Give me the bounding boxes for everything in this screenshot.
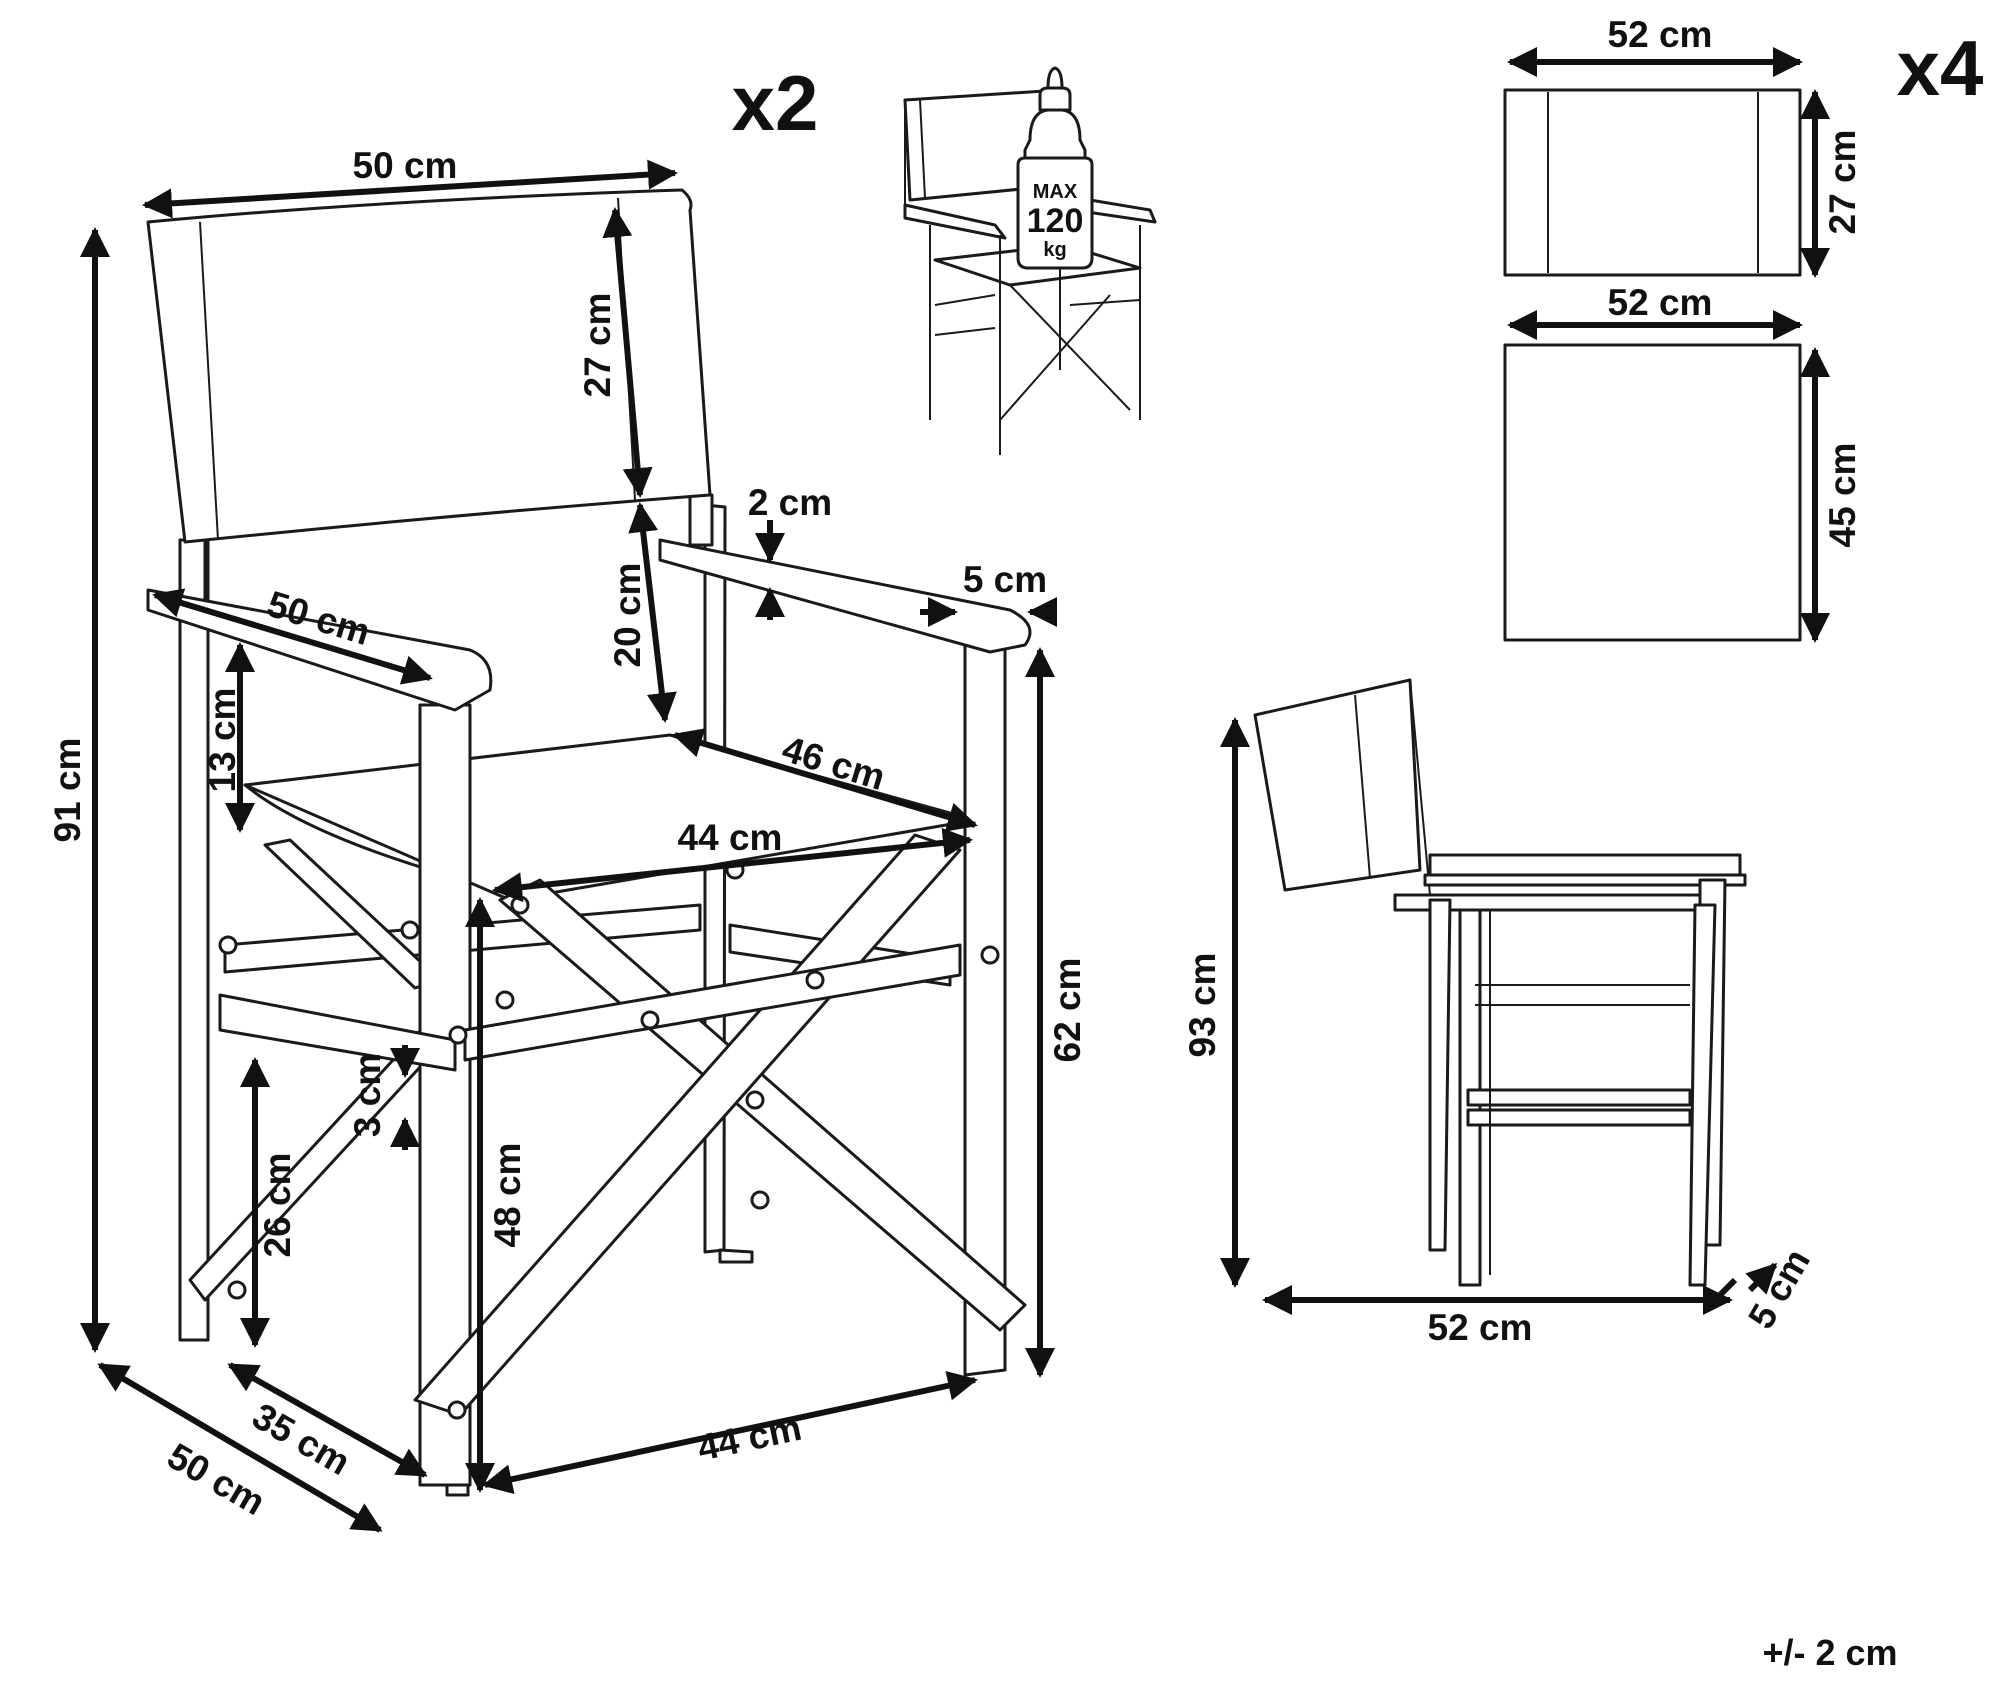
- armrest-thickness-label: 2 cm: [748, 482, 832, 523]
- backrest-height-label: 27 cm: [577, 293, 618, 398]
- rail-thickness-label: 3 cm: [347, 1053, 388, 1137]
- weight-max-label: MAX: [1033, 181, 1078, 203]
- chair-quantity-label: x2: [732, 59, 819, 147]
- back-cushion: [1503, 88, 1802, 277]
- arm-height-label: 62 cm: [1047, 958, 1088, 1063]
- back-gap-label: 20 cm: [607, 563, 648, 668]
- folded-width-label: 52 cm: [1428, 1307, 1533, 1348]
- back-cushion-height-label: 27 cm: [1822, 130, 1863, 235]
- seat-cushion-width-label: 52 cm: [1608, 282, 1713, 323]
- overall-depth-label: 50 cm: [161, 1435, 272, 1523]
- back-cushion-width-label: 52 cm: [1608, 14, 1713, 55]
- base-width-label: 44 cm: [694, 1407, 805, 1469]
- back-right-leg: [703, 503, 727, 1254]
- seat-cushion: [1503, 343, 1802, 642]
- seat-height-label: 48 cm: [487, 1143, 528, 1248]
- seat-width-label: 44 cm: [678, 817, 783, 858]
- seat-cushion-height-label: 45 cm: [1822, 443, 1863, 548]
- seat-to-arm-label: 13 cm: [202, 688, 243, 793]
- armrest-width-label: 5 cm: [963, 559, 1047, 600]
- back-left-post: [178, 538, 210, 1342]
- backrest-width-label: 50 cm: [353, 145, 458, 186]
- folded-height-label: 93 cm: [1182, 953, 1223, 1058]
- rail-height-label: 26 cm: [257, 1153, 298, 1258]
- weight-unit-label: kg: [1043, 239, 1066, 261]
- bolts: [218, 860, 1000, 1420]
- tolerance-note: +/- 2 cm: [1762, 1632, 1897, 1673]
- weight-icon: MAX 120 kg: [1016, 66, 1094, 270]
- weight-value-label: 120: [1027, 202, 1084, 240]
- folded-chair-drawing: [1253, 678, 1747, 1287]
- overall-height-label: 91 cm: [47, 738, 88, 843]
- cushion-quantity-label: x4: [1897, 24, 1984, 112]
